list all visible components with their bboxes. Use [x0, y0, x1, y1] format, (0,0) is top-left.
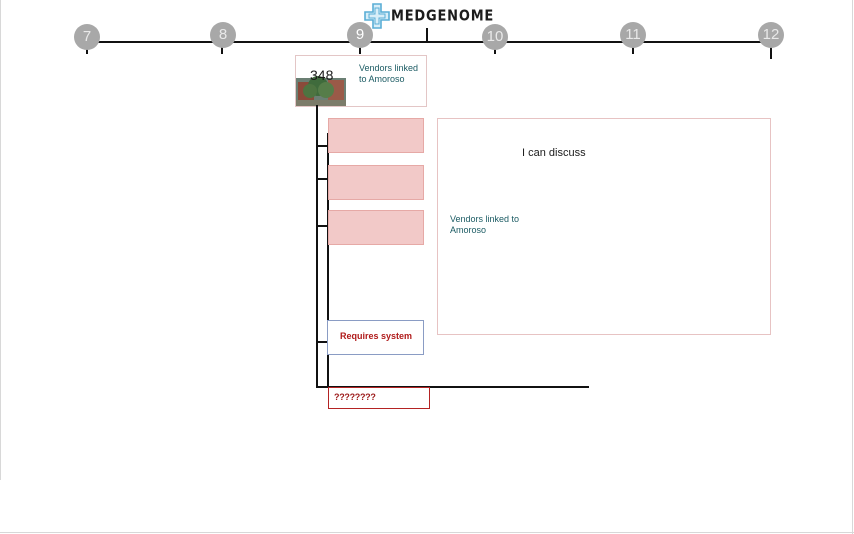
requires-system-label: Requires system	[340, 331, 413, 341]
timeline-tick	[632, 43, 634, 54]
photo-number: 348	[310, 67, 334, 83]
frame-right-border	[852, 0, 853, 534]
connector-branch	[316, 341, 327, 343]
timeline-marker-11[interactable]: 11	[620, 22, 646, 48]
building-photo: 348	[296, 56, 346, 106]
medgenome-logo: MEDGENOME	[364, 3, 494, 29]
connector-branch	[316, 178, 328, 180]
timeline-tick	[359, 43, 361, 54]
pink-card[interactable]	[328, 165, 424, 200]
detail-card-heading: I can discuss	[522, 147, 586, 159]
connector-bottom	[316, 386, 589, 388]
connector-inner-vertical	[327, 133, 329, 386]
detail-card-link[interactable]: Vendors linked to Amoroso	[450, 214, 520, 235]
timeline-tick	[426, 28, 428, 42]
timeline-tick	[221, 43, 223, 54]
timeline-marker-12[interactable]: 12	[758, 22, 784, 48]
connector-vertical	[316, 105, 318, 388]
vendor-photo-card[interactable]: 348 Vendors linked to Amoroso	[295, 55, 427, 107]
timeline-marker-7[interactable]: 7	[74, 24, 100, 50]
logo-text: MEDGENOME	[391, 7, 495, 25]
timeline-axis	[87, 41, 771, 43]
detail-card[interactable]: I can discuss Vendors linked to Amoroso	[437, 118, 771, 335]
unknown-label: ????????	[334, 392, 376, 402]
unknown-card[interactable]: ????????	[328, 387, 430, 409]
medical-cross-icon	[364, 3, 390, 29]
timeline-tick	[770, 43, 772, 59]
requires-system-card[interactable]: Requires system	[327, 320, 424, 355]
timeline-marker-9[interactable]: 9	[347, 22, 373, 48]
frame-bottom-border	[0, 532, 854, 533]
vendor-link-text[interactable]: Vendors linked to Amoroso	[359, 63, 419, 84]
pink-card[interactable]	[328, 210, 424, 245]
timeline-marker-8[interactable]: 8	[210, 22, 236, 48]
pink-card[interactable]	[328, 118, 424, 153]
frame-left-border	[0, 0, 1, 480]
connector-branch	[316, 145, 328, 147]
timeline-marker-10[interactable]: 10	[482, 24, 508, 50]
connector-branch	[316, 225, 328, 227]
